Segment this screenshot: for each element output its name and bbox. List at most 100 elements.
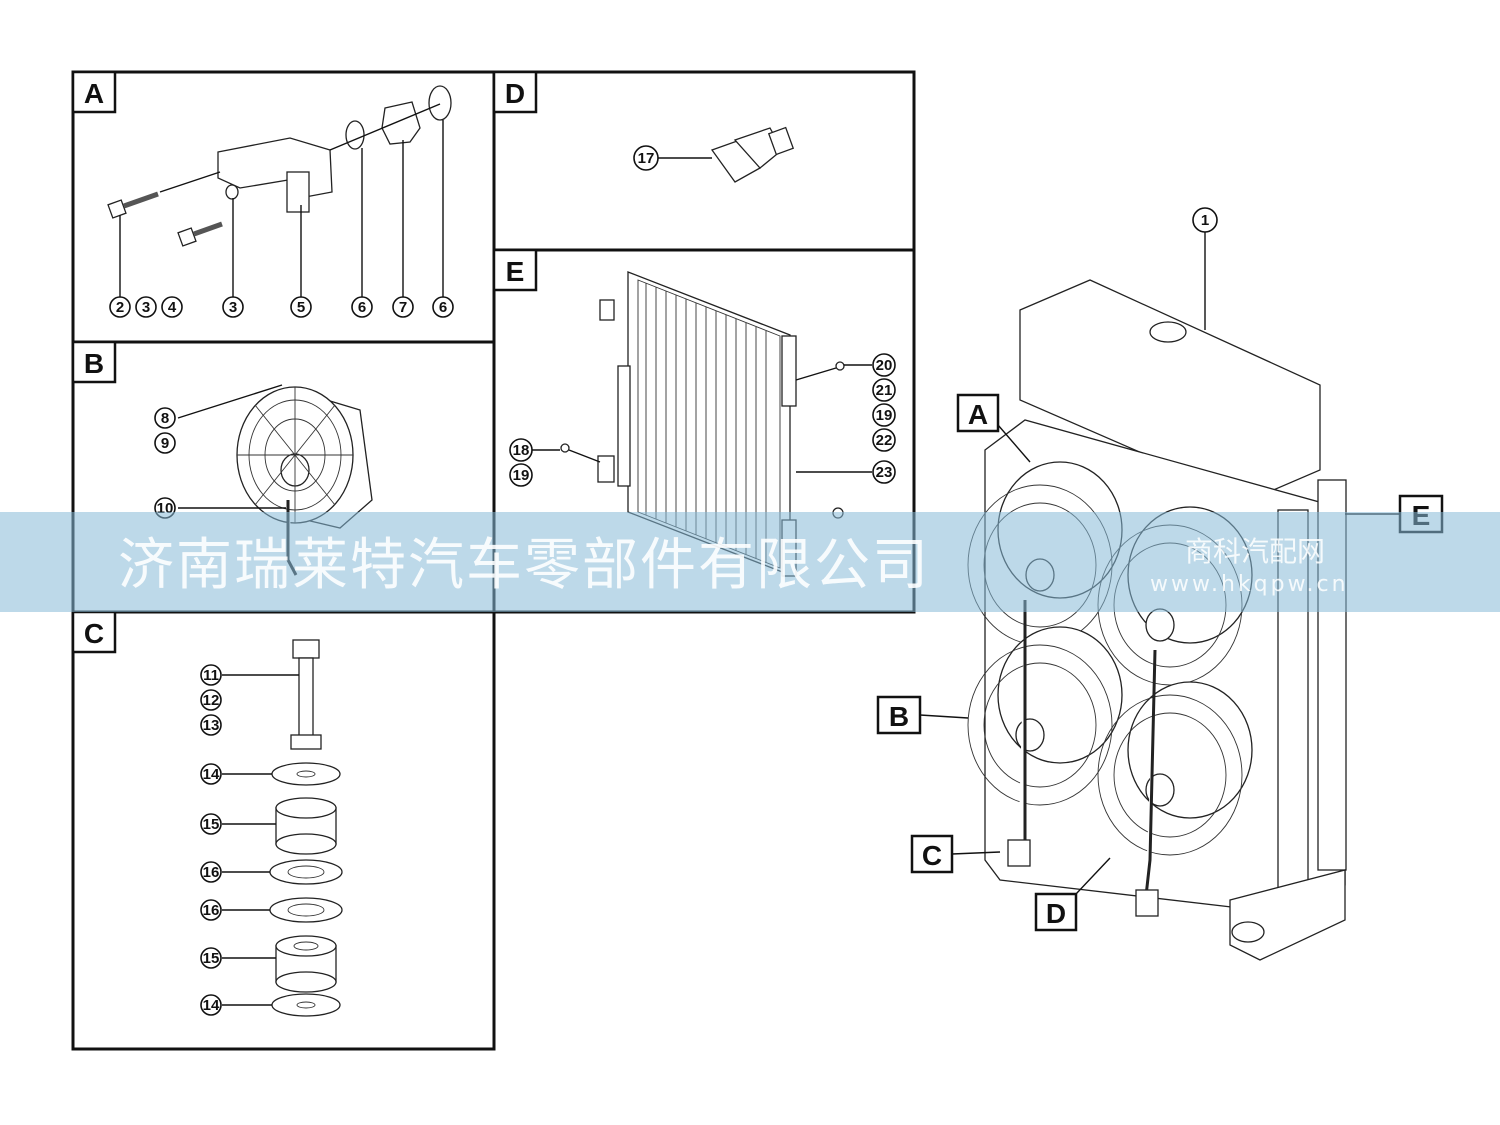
callout-a-2: 3 [135, 296, 157, 318]
svg-text:1: 1 [1201, 212, 1209, 229]
expansion-tank [1019, 279, 1321, 501]
panel-d: D 17 [492, 70, 916, 252]
svg-text:16: 16 [203, 902, 220, 919]
svg-text:19: 19 [876, 407, 893, 424]
svg-text:18: 18 [513, 442, 530, 459]
svg-text:11: 11 [203, 667, 219, 684]
svg-text:16: 16 [203, 864, 220, 881]
callout-d-1: 17 [633, 145, 659, 171]
spacer-ring-2 [269, 897, 343, 923]
rubber-bush-1 [275, 797, 337, 855]
callout-a-6: 6 [351, 296, 373, 318]
rubber-bush-2 [275, 935, 337, 993]
svg-text:D: D [1046, 898, 1066, 929]
svg-text:23: 23 [876, 464, 893, 481]
svg-text:20: 20 [876, 357, 893, 374]
connector-2 [1135, 889, 1159, 917]
panel-b-label: B [84, 348, 104, 379]
callout-c-8: 15 [200, 947, 222, 969]
svg-text:15: 15 [203, 950, 220, 967]
bracket-plate [286, 171, 310, 213]
svg-text:3: 3 [229, 299, 237, 316]
panel-a: A 2 3 4 3 5 6 7 6 [71, 70, 496, 344]
callout-a-7: 7 [392, 296, 414, 318]
svg-text:17: 17 [638, 150, 655, 167]
callout-c-1: 11 [200, 664, 222, 686]
callout-c-6: 16 [200, 861, 222, 883]
panel-c-label: C [84, 618, 104, 649]
svg-text:A: A [968, 399, 988, 430]
svg-text:15: 15 [203, 816, 220, 833]
bolt-e-2 [835, 361, 845, 371]
view-tag-d: D [1034, 857, 1111, 932]
callout-a-5: 5 [290, 296, 312, 318]
washer-c-2 [271, 993, 341, 1017]
callout-b-2: 9 [154, 432, 176, 454]
fan-assembly [236, 386, 373, 576]
callout-e-4: 22 [872, 428, 896, 452]
view-tag-a: A [956, 393, 1031, 463]
svg-text:7: 7 [399, 299, 407, 316]
svg-text:3: 3 [142, 299, 150, 316]
svg-text:6: 6 [358, 299, 366, 316]
panel-c-tag [71, 610, 117, 654]
svg-text:14: 14 [203, 997, 220, 1014]
panel-a-label: A [84, 78, 104, 109]
callout-a-1: 2 [109, 296, 131, 318]
svg-text:21: 21 [876, 382, 893, 399]
svg-text:5: 5 [297, 299, 305, 316]
svg-text:14: 14 [203, 766, 220, 783]
svg-text:8: 8 [161, 410, 169, 427]
watermark-company: 济南瑞莱特汽车零部件有限公司 [118, 533, 930, 598]
watermark-band [0, 512, 1500, 612]
callout-c-3: 13 [200, 714, 222, 736]
bolt-e-1 [560, 443, 570, 453]
callout-e-2: 21 [872, 378, 896, 402]
callout-main-1: 1 [1192, 207, 1218, 233]
cooling-module-assembly [967, 279, 1347, 961]
panel-d-label: D [505, 78, 525, 109]
panel-b-tag [71, 340, 117, 384]
washer-a-1 [345, 120, 365, 150]
svg-text:B: B [889, 701, 909, 732]
callout-b-1: 8 [154, 407, 176, 429]
svg-text:4: 4 [168, 299, 177, 316]
watermark-site-url: www.hkqpw.cn [1150, 572, 1349, 597]
panel-c: C 11 12 13 [71, 610, 496, 1051]
panel-d-tag [492, 70, 538, 114]
svg-text:13: 13 [203, 717, 220, 734]
mount-bush [1231, 921, 1265, 943]
callout-c-2: 12 [200, 689, 222, 711]
svg-text:6: 6 [439, 299, 447, 316]
svg-text:2: 2 [116, 299, 124, 316]
washer-c-1 [271, 762, 341, 786]
callout-e-7: 19 [509, 463, 533, 487]
svg-text:9: 9 [161, 435, 169, 452]
svg-text:19: 19 [513, 467, 530, 484]
svg-text:12: 12 [203, 692, 220, 709]
callout-e-6: 18 [509, 438, 533, 462]
panel-e-tag [492, 248, 538, 292]
watermark-site-name: 商科汽配网 [1185, 535, 1326, 568]
bolt-short [177, 221, 223, 247]
panel-a-tag [71, 70, 117, 114]
bolt-long [107, 191, 159, 219]
callout-e-5: 23 [872, 460, 896, 484]
view-tag-b: B [876, 695, 969, 735]
callout-c-9: 14 [200, 994, 222, 1016]
view-tag-c: C [910, 834, 1001, 874]
connector-1 [1007, 839, 1031, 867]
callout-c-7: 16 [200, 899, 222, 921]
svg-text:22: 22 [876, 432, 893, 449]
washer-a-2 [428, 85, 452, 121]
callout-a-3: 4 [161, 296, 183, 318]
callout-e-1: 20 [872, 353, 896, 377]
callout-c-4: 14 [200, 763, 222, 785]
svg-text:C: C [922, 840, 942, 871]
callout-a-4: 3 [222, 296, 244, 318]
mount-bolt [290, 639, 322, 750]
radiator-cap [1149, 321, 1187, 343]
washer-small [225, 184, 239, 200]
callout-c-5: 15 [200, 813, 222, 835]
